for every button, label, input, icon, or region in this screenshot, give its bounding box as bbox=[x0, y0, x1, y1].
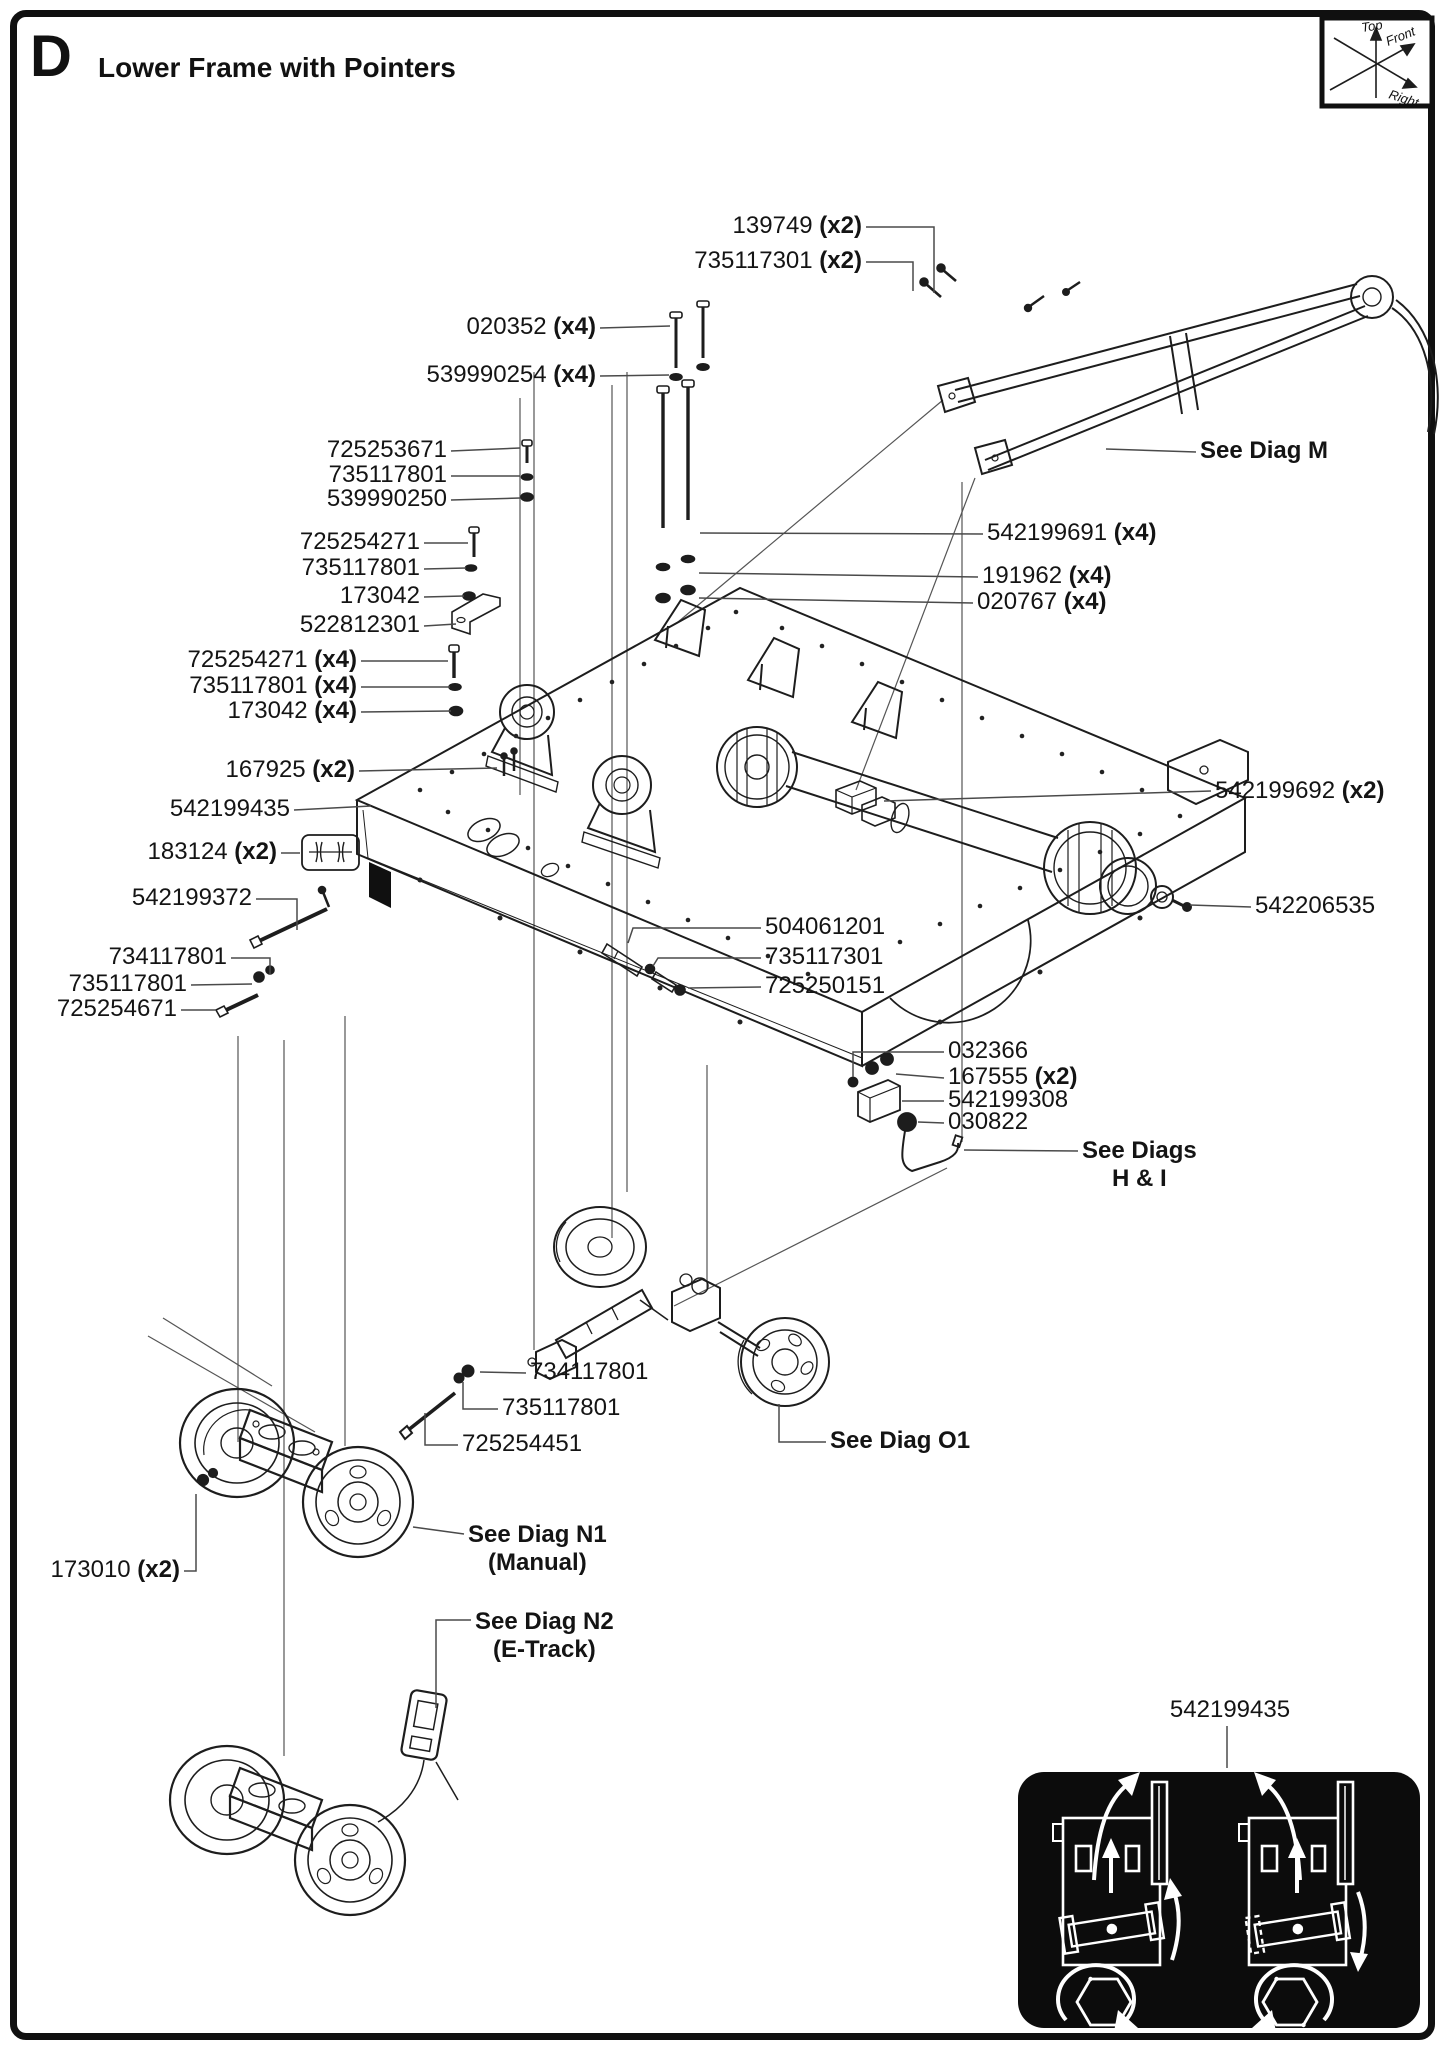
leader-line bbox=[883, 790, 1212, 802]
leader-line bbox=[231, 957, 271, 974]
leader-line bbox=[778, 1404, 826, 1443]
leader-line bbox=[687, 986, 762, 989]
leader-line bbox=[895, 1073, 945, 1079]
leader-line bbox=[424, 1413, 458, 1446]
leader-line bbox=[963, 1149, 1079, 1152]
axle-assembly-542206535 bbox=[716, 726, 1192, 915]
leader-line bbox=[435, 1619, 471, 1708]
leader-line bbox=[256, 898, 298, 930]
leader-line bbox=[698, 597, 974, 604]
leader-line bbox=[423, 623, 457, 627]
leader-line bbox=[852, 1051, 944, 1077]
construction-lines bbox=[147, 372, 976, 1756]
leader-line bbox=[450, 497, 521, 501]
leader-line bbox=[293, 805, 372, 811]
leader-line bbox=[1189, 904, 1252, 908]
section-letter: D bbox=[30, 24, 72, 89]
compass-icon: Top Front Right bbox=[1319, 15, 1435, 111]
leader-line bbox=[699, 532, 984, 535]
inset-panel-diagram bbox=[1018, 1772, 1420, 2032]
leader-line bbox=[190, 983, 253, 986]
wheel-assembly-n2 bbox=[168, 1689, 459, 1917]
leader-line bbox=[1105, 448, 1197, 453]
plate-holes bbox=[417, 609, 1183, 1025]
leader-line bbox=[599, 325, 671, 329]
valve-cluster bbox=[847, 1052, 964, 1173]
leader-line bbox=[652, 957, 761, 967]
leader-line bbox=[184, 1494, 197, 1572]
page-border bbox=[10, 10, 1435, 2040]
leader-line bbox=[866, 226, 935, 293]
leader-line bbox=[917, 1121, 945, 1124]
diag-m-weldment bbox=[936, 275, 1439, 476]
wheel-assembly-n1 bbox=[178, 1387, 415, 1559]
leader-line bbox=[358, 767, 498, 772]
compass-top-label: Top bbox=[1360, 17, 1383, 35]
leader-line bbox=[599, 374, 670, 377]
leader-line bbox=[423, 567, 467, 570]
leader-line bbox=[866, 261, 914, 291]
leader-line bbox=[479, 1371, 527, 1374]
leader-line bbox=[627, 927, 761, 944]
leader-line bbox=[462, 1382, 498, 1410]
page-title: Lower Frame with Pointers bbox=[98, 52, 456, 83]
leader-line bbox=[360, 710, 452, 713]
wheel-assembly-o1 bbox=[398, 1206, 830, 1441]
fastener-glyphs bbox=[214, 263, 957, 1019]
leader-line bbox=[412, 1526, 465, 1535]
leader-line bbox=[450, 447, 521, 452]
main-plate bbox=[354, 586, 1249, 1068]
leader-line bbox=[698, 572, 979, 578]
leader-line bbox=[423, 595, 465, 598]
